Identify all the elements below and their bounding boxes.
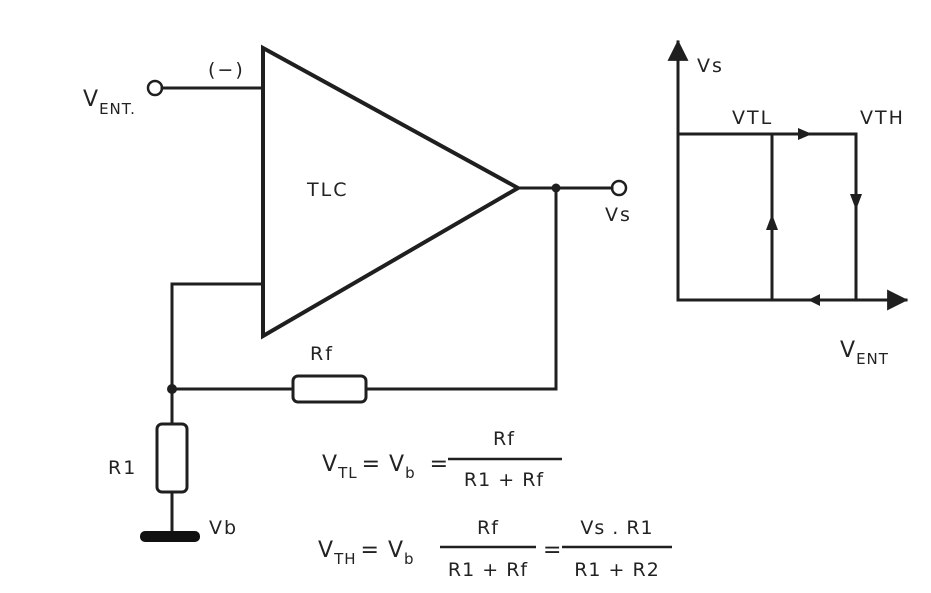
graph-vth-arrow-icon: [850, 194, 862, 210]
vb-reference-bar: [140, 531, 200, 542]
junction-node-dot: [167, 384, 177, 394]
output-terminal-label: Vs: [605, 204, 632, 226]
rf-resistor: [291, 374, 368, 404]
input-terminal-icon: [146, 79, 164, 97]
amplifier-label: TLC: [306, 179, 348, 201]
vth-formula-denominator: R1 + Rf: [448, 559, 528, 581]
r1-label: R1: [108, 457, 137, 479]
graph-y-axis-label: Vs: [697, 55, 724, 77]
comparator-triangle: [261, 44, 523, 340]
graph-vth-label: VTH: [860, 107, 905, 129]
vb-label: Vb: [209, 517, 238, 539]
vth-formula-numerator: Rf: [477, 517, 499, 539]
vtl-formula-lhs: VTL= Vb=: [322, 452, 449, 482]
output-terminal-icon: [610, 179, 628, 197]
graph-vtl-label: VTL: [732, 107, 773, 129]
rf-label: Rf: [310, 343, 334, 365]
vth-formula-numerator-2: Vs . R1: [580, 517, 653, 539]
graph-vtl-arrow-icon: [766, 214, 778, 230]
r1-resistor: [155, 422, 189, 494]
vtl-formula-denominator: R1 + Rf: [464, 469, 544, 491]
vth-formula-equals: =: [543, 538, 562, 563]
vth-formula-lhs: VTH= Vb: [318, 538, 415, 568]
input-terminal-label: VENT.: [83, 87, 136, 118]
vtl-formula-numerator: Rf: [493, 428, 515, 450]
graph-high-arrow-icon: [798, 128, 812, 140]
inverting-input-mark: (−): [208, 59, 245, 81]
vth-formula-denominator-2: R1 + R2: [574, 559, 660, 581]
graph-x-axis-label: VENT: [840, 338, 889, 368]
graph-low-arrow-icon: [808, 294, 820, 306]
